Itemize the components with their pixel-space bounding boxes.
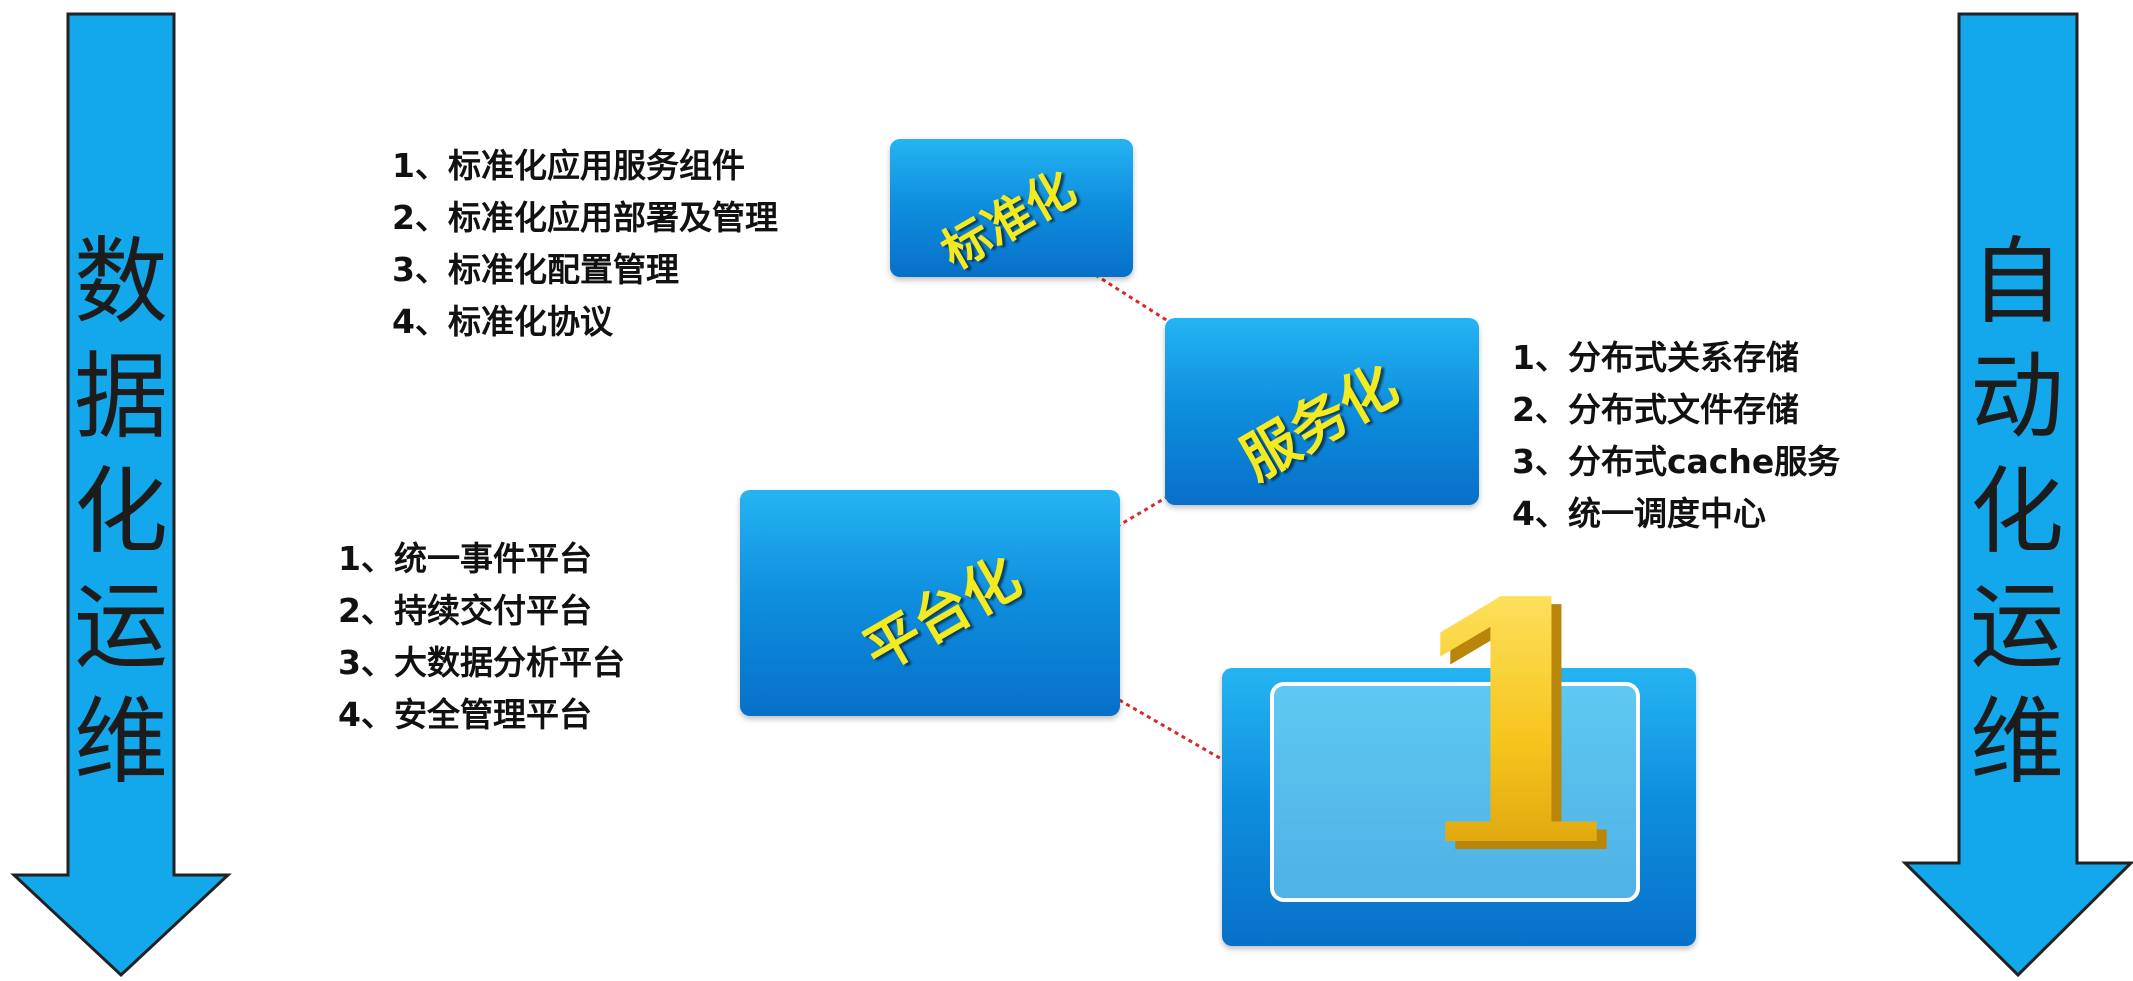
list-item: 4、安全管理平台 [338, 695, 592, 734]
list-item: 2、分布式文件存储 [1512, 390, 1799, 429]
list-item: 1、分布式关系存储 [1512, 338, 1799, 377]
result-panel [1222, 668, 1696, 946]
list-item: 3、分布式cache服务 [1512, 442, 1841, 481]
stage-platform-label: 平台化 [853, 544, 1032, 685]
connector-standardize-to-service [1074, 260, 1248, 372]
list-item: 2、标准化应用部署及管理 [392, 198, 778, 237]
result-inner-panel [1270, 682, 1640, 902]
list-item: 3、大数据分析平台 [338, 643, 625, 682]
left-down-arrow [10, 12, 232, 978]
list-item: 1、标准化应用服务组件 [392, 146, 745, 185]
stage-platform-box: 平台化 [740, 490, 1120, 716]
stage-standardize-label: 标准化 [932, 160, 1085, 281]
left-arrow-label: 数 据 化 运 维 [73, 228, 168, 797]
list-item: 3、标准化配置管理 [392, 250, 679, 289]
list-item: 4、标准化协议 [392, 302, 613, 341]
right-down-arrow [1901, 12, 2133, 978]
right-arrow-label: 自 动 化 运 维 [1969, 228, 2064, 797]
stage-service-label: 服务化 [1230, 352, 1409, 493]
standardize-item-list: 1、标准化应用服务组件 2、标准化应用部署及管理 3、标准化配置管理 4、标准化… [392, 140, 778, 348]
stage-standardize-box: 标准化 [890, 139, 1133, 281]
list-item: 2、持续交付平台 [338, 591, 592, 630]
stage-service-box: 服务化 [1165, 318, 1479, 505]
service-item-list: 1、分布式关系存储 2、分布式文件存储 3、分布式cache服务 4、统一调度中… [1512, 332, 1840, 540]
number-one-trophy-icon: 1 [1410, 568, 1640, 898]
number-one-label: 1 [1400, 531, 1630, 919]
list-item: 1、统一事件平台 [338, 539, 592, 578]
list-item: 4、统一调度中心 [1512, 494, 1766, 533]
platform-item-list: 1、统一事件平台 2、持续交付平台 3、大数据分析平台 4、安全管理平台 [338, 533, 625, 741]
